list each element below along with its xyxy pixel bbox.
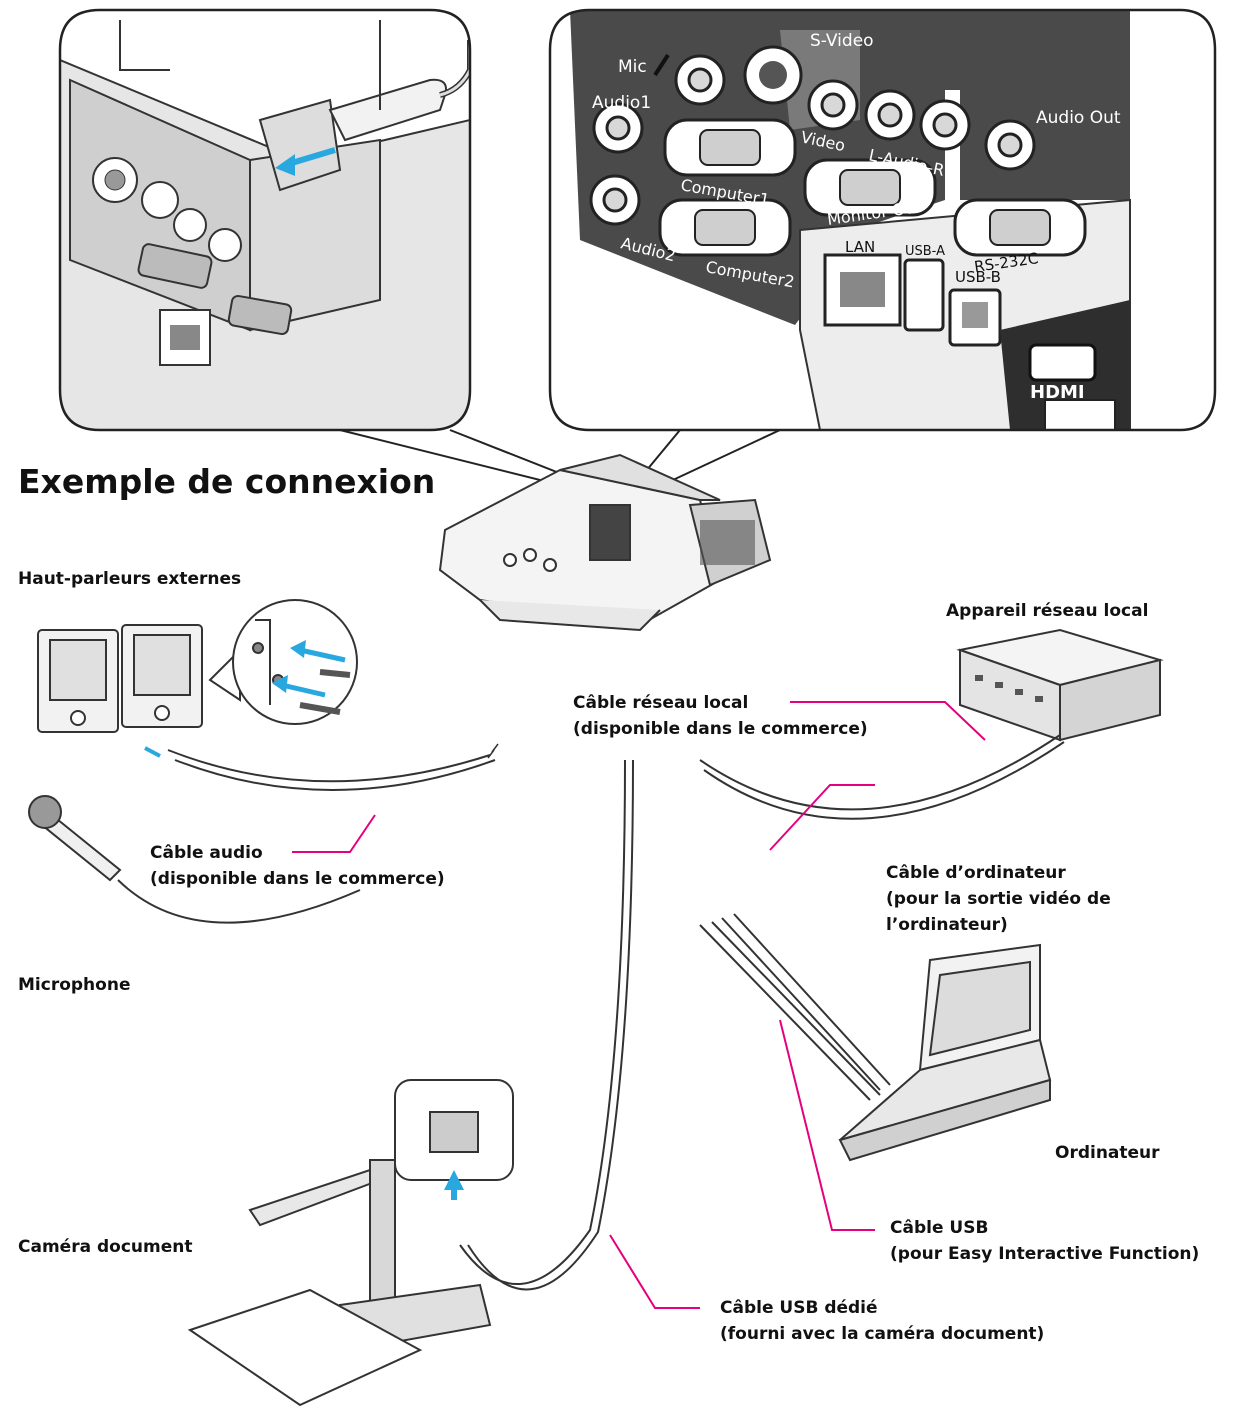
audio-cable [144, 743, 499, 791]
lan-cable-line2: (disponible dans le commerce) [573, 719, 868, 739]
left-zoom-panel [58, 8, 472, 432]
port-label-audio-out: Audio Out [1036, 108, 1121, 128]
label-usb-cable: Câble USB (pour Easy Interactive Functio… [890, 1215, 1199, 1267]
right-zoom-panel: Mic S-Video Audio1 Video L-Audio-R Audio… [548, 8, 1217, 432]
usb-dedicated-line2: (fourni avec la caméra document) [720, 1324, 1045, 1344]
label-network-device: Appareil réseau local [946, 601, 1149, 621]
computer-illustration [838, 943, 1052, 1162]
label-usb-dedicated-cable: Câble USB dédié (fourni avec la caméra d… [720, 1295, 1044, 1347]
speakers-illustration [37, 599, 358, 733]
label-computer-cable: Câble d’ordinateur (pour la sortie vidéo… [886, 860, 1111, 938]
label-lan-cable: Câble réseau local (disponible dans le c… [573, 690, 868, 742]
lan-cable [699, 734, 1061, 811]
computer-cable-line1: Câble d’ordinateur [886, 863, 1066, 883]
usb-dedicated-cable [459, 759, 626, 1285]
label-computer: Ordinateur [1055, 1143, 1160, 1163]
port-label-audio1: Audio1 [592, 93, 651, 113]
label-microphone: Microphone [18, 975, 131, 995]
computer-cables [699, 913, 891, 1101]
usb-dedicated-line1: Câble USB dédié [720, 1298, 878, 1318]
lan-device-illustration [956, 628, 1164, 742]
usb-cable-line2: (pour Easy Interactive Function) [890, 1244, 1200, 1264]
port-label-mic: Mic [618, 57, 647, 77]
document-camera-illustration [187, 1079, 514, 1407]
computer-cable-line2: (pour la sortie vidéo de [886, 889, 1111, 909]
leader-lines [292, 701, 986, 1309]
lan-cable-line1: Câble réseau local [573, 693, 749, 713]
usb-cable-line1: Câble USB [890, 1218, 989, 1238]
page-title: Exemple de connexion [18, 462, 436, 501]
label-document-camera: Caméra document [18, 1237, 193, 1257]
port-label-s-video: S-Video [810, 31, 874, 51]
label-speakers: Haut-parleurs externes [18, 569, 242, 589]
port-label-usb-b: USB-B [955, 268, 1001, 286]
port-label-hdmi: HDMI [1030, 382, 1085, 403]
audio-cable-line1: Câble audio [150, 843, 263, 863]
port-label-usb-a: USB-A [905, 244, 945, 259]
port-label-lan: LAN [845, 238, 875, 256]
audio-cable-line2: (disponible dans le commerce) [150, 869, 445, 889]
label-audio-cable: Câble audio (disponible dans le commerce… [150, 840, 445, 892]
computer-cable-line3: l’ordinateur) [886, 915, 1008, 935]
projector [438, 453, 772, 632]
microphone-illustration [28, 795, 361, 924]
